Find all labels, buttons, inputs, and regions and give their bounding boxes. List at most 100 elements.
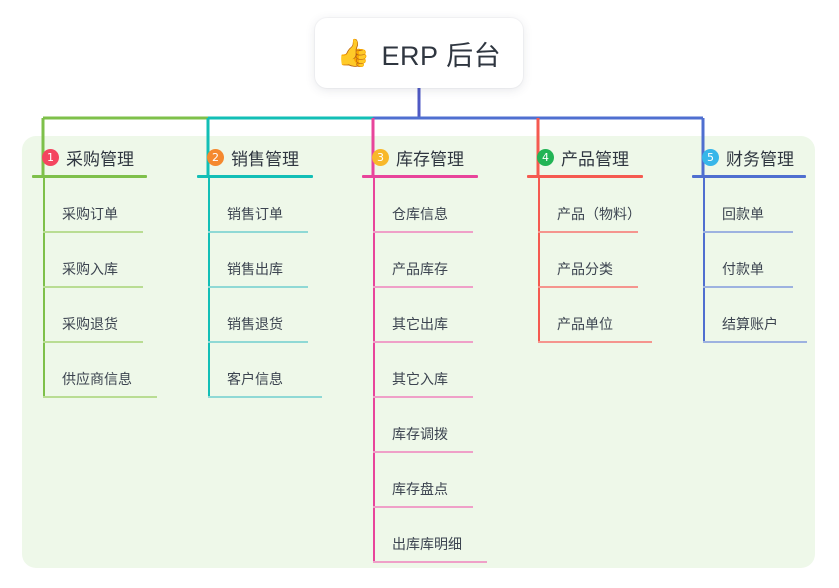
branch-item-label: 结算账户 <box>722 316 778 332</box>
branch-item-label: 其它入库 <box>392 371 448 387</box>
branch-title: 产品管理 <box>561 149 629 169</box>
branch-title: 财务管理 <box>726 149 794 169</box>
branch-item-rule <box>373 341 473 343</box>
branch-item-label: 库存盘点 <box>392 481 448 497</box>
branch-item-rule <box>373 231 473 233</box>
branch-item-label: 产品库存 <box>392 261 448 277</box>
root-node-label: ERP 后台 <box>381 40 502 71</box>
branch-item-label: 回款单 <box>722 206 764 222</box>
branch-item[interactable]: 供应商信息 <box>32 343 182 398</box>
branch-item[interactable]: 付款单 <box>692 233 832 288</box>
branch-item-label: 采购入库 <box>62 261 118 277</box>
branch-title: 库存管理 <box>396 149 464 169</box>
branch-item-label: 产品分类 <box>557 261 613 277</box>
branch-header-rule <box>32 175 147 178</box>
branch-item[interactable]: 销售出库 <box>197 233 347 288</box>
branch-item-rule <box>208 286 308 288</box>
branch-vertical-stem <box>703 178 705 343</box>
branch-item-label: 库存调拨 <box>392 426 448 442</box>
branch-item-rule <box>703 286 793 288</box>
branch-item[interactable]: 库存盘点 <box>362 453 512 508</box>
branch-item-rule <box>538 341 652 343</box>
branch-item-label: 产品单位 <box>557 316 613 332</box>
branch-item[interactable]: 产品（物料） <box>527 178 677 233</box>
branch-item[interactable]: 销售退货 <box>197 288 347 343</box>
branch-header-1[interactable]: 1 采购管理 <box>32 144 182 170</box>
branch-item-rule <box>538 231 638 233</box>
branch-item-rule <box>43 231 143 233</box>
branch-item-list: 回款单付款单结算账户 <box>692 178 832 343</box>
branch-item-label: 仓库信息 <box>392 206 448 222</box>
diagram-background-panel <box>22 136 815 568</box>
branch-item[interactable]: 产品分类 <box>527 233 677 288</box>
branch-item-label: 采购订单 <box>62 206 118 222</box>
branch-title: 采购管理 <box>66 149 134 169</box>
branch-column-2[interactable]: 2 销售管理销售订单销售出库销售退货客户信息 <box>197 144 347 398</box>
branch-title: 销售管理 <box>231 149 299 169</box>
branch-item-label: 销售退货 <box>227 316 283 332</box>
branch-item[interactable]: 出库库明细 <box>362 508 512 563</box>
branch-item-label: 采购退货 <box>62 316 118 332</box>
branch-number-badge: 1 <box>42 148 59 166</box>
branch-vertical-stem <box>43 178 45 398</box>
branch-item-label: 销售订单 <box>227 206 283 222</box>
branch-item-label: 其它出库 <box>392 316 448 332</box>
branch-vertical-stem <box>373 178 375 563</box>
branch-item[interactable]: 采购订单 <box>32 178 182 233</box>
branch-item-list: 产品（物料） 产品分类产品单位 <box>527 178 677 343</box>
branch-header-rule <box>197 175 313 178</box>
branch-header-rule <box>527 175 643 178</box>
branch-column-5[interactable]: 5 财务管理回款单付款单结算账户 <box>692 144 832 343</box>
branch-item-label: 产品（物料） <box>557 206 641 222</box>
branch-item-rule <box>373 506 473 508</box>
branch-item-list: 仓库信息产品库存其它出库其它入库库存调拨库存盘点出库库明细 <box>362 178 512 563</box>
branch-number-badge: 2 <box>207 148 224 166</box>
branch-header-rule <box>362 175 478 178</box>
branch-header-5[interactable]: 5 财务管理 <box>692 144 832 170</box>
branch-vertical-stem <box>538 178 540 343</box>
branch-column-1[interactable]: 1 采购管理采购订单采购入库采购退货供应商信息 <box>32 144 182 398</box>
branch-item-rule <box>43 341 143 343</box>
branch-item-list: 采购订单采购入库采购退货供应商信息 <box>32 178 182 398</box>
branch-header-rule <box>692 175 806 178</box>
branch-item[interactable]: 仓库信息 <box>362 178 512 233</box>
branch-vertical-stem <box>208 178 210 398</box>
branch-item-rule <box>373 396 473 398</box>
branch-item-rule <box>373 451 473 453</box>
branch-item-rule <box>703 341 807 343</box>
branch-item-label: 供应商信息 <box>62 371 132 387</box>
root-node[interactable]: 👍 ERP 后台 <box>315 18 523 88</box>
branch-item-label: 销售出库 <box>227 261 283 277</box>
branch-item-rule <box>373 561 487 563</box>
branch-item-rule <box>703 231 793 233</box>
branch-item[interactable]: 其它出库 <box>362 288 512 343</box>
branch-header-2[interactable]: 2 销售管理 <box>197 144 347 170</box>
branch-item[interactable]: 结算账户 <box>692 288 832 343</box>
branch-item[interactable]: 产品单位 <box>527 288 677 343</box>
branch-item-rule <box>538 286 638 288</box>
branch-item-label: 出库库明细 <box>392 536 462 552</box>
branch-item-rule <box>373 286 473 288</box>
branch-item[interactable]: 销售订单 <box>197 178 347 233</box>
branch-item-rule <box>208 341 308 343</box>
branch-item[interactable]: 采购入库 <box>32 233 182 288</box>
branch-number-badge: 3 <box>372 148 389 166</box>
branch-item[interactable]: 库存调拨 <box>362 398 512 453</box>
branch-item[interactable]: 回款单 <box>692 178 832 233</box>
branch-item[interactable]: 产品库存 <box>362 233 512 288</box>
branch-item-label: 客户信息 <box>227 371 283 387</box>
branch-item[interactable]: 其它入库 <box>362 343 512 398</box>
branch-item-rule <box>208 396 322 398</box>
branch-item-label: 付款单 <box>722 261 764 277</box>
branch-number-badge: 5 <box>702 148 719 166</box>
branch-item-rule <box>43 286 143 288</box>
branch-column-3[interactable]: 3 库存管理仓库信息产品库存其它出库其它入库库存调拨库存盘点出库库明细 <box>362 144 512 563</box>
branch-header-3[interactable]: 3 库存管理 <box>362 144 512 170</box>
branch-item-rule <box>43 396 157 398</box>
branch-item[interactable]: 客户信息 <box>197 343 347 398</box>
branch-item[interactable]: 采购退货 <box>32 288 182 343</box>
branch-item-rule <box>208 231 308 233</box>
